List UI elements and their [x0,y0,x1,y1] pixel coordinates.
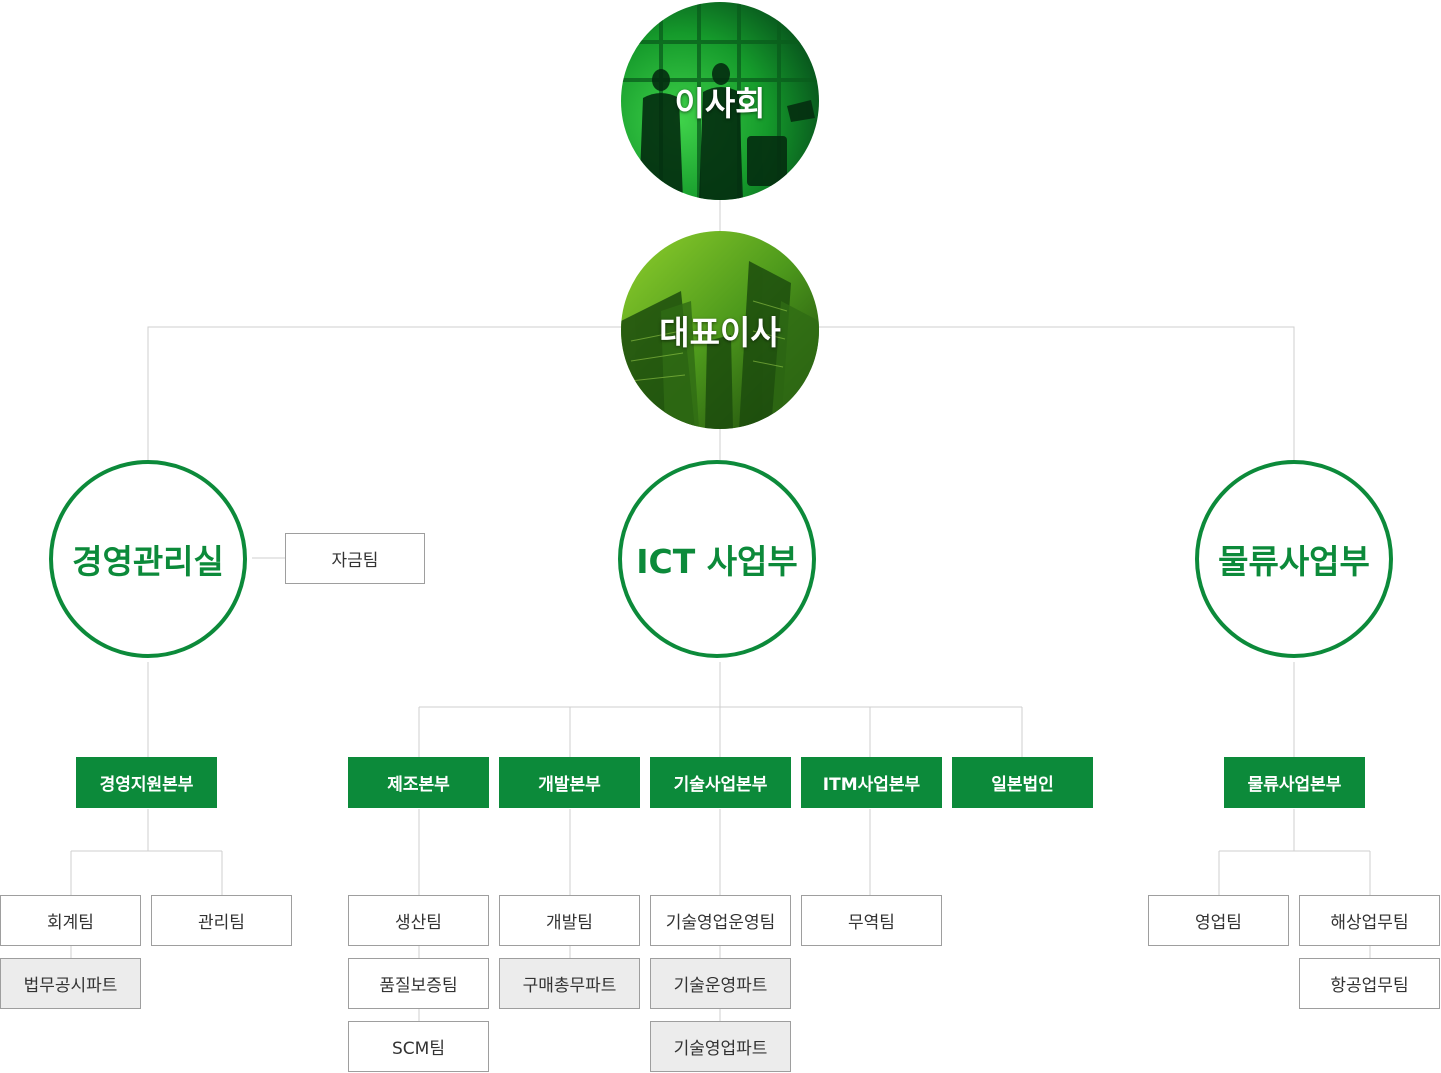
team-label: 관리팀 [198,913,245,933]
team-label: 기술영업운영팀 [665,913,776,933]
division-management-label: 경영관리실 [72,542,224,581]
board-photo-image [621,2,819,200]
division-management: 경영관리실 [49,460,247,658]
hq-development: 개발본부 [499,757,640,808]
team-label: SCM팀 [392,1039,445,1059]
hq-itm-business: ITM사업본부 [801,757,942,808]
hq-management-support-label: 경영지원본부 [99,775,194,795]
board-node: 이사회 [621,2,819,200]
hq-logistics-business: 물류사업본부 [1224,757,1365,808]
board-label: 이사회 [674,84,766,123]
part-tech-sales: 기술영업파트 [650,1021,791,1072]
team-label: 회계팀 [47,913,94,933]
hq-logistics-business-label: 물류사업본부 [1247,775,1342,795]
team-development: 개발팀 [499,895,640,946]
team-label: 항공업무팀 [1330,976,1409,996]
team-sales: 영업팀 [1148,895,1289,946]
division-ict: ICT 사업부 [618,460,816,658]
part-purchasing-general: 구매총무파트 [499,958,640,1009]
team-administration: 관리팀 [151,895,292,946]
part-label: 기술운영파트 [673,976,768,996]
hq-manufacturing: 제조본부 [348,757,489,808]
hq-japan-label: 일본법인 [991,775,1054,795]
team-label: 해상업무팀 [1330,913,1409,933]
team-air-operations: 항공업무팀 [1299,958,1440,1009]
part-label: 기술영업파트 [673,1039,768,1059]
team-trade: 무역팀 [801,895,942,946]
team-scm: SCM팀 [348,1021,489,1072]
team-label: 영업팀 [1195,913,1242,933]
team-marine-operations: 해상업무팀 [1299,895,1440,946]
team-label: 품질보증팀 [379,976,458,996]
hq-manufacturing-label: 제조본부 [387,775,450,795]
ceo-photo-image [621,231,819,429]
division-ict-label: ICT 사업부 [636,542,798,581]
team-label: 개발팀 [546,913,593,933]
ceo-node: 대표이사 [621,231,819,429]
team-production: 생산팀 [348,895,489,946]
hq-japan: 일본법인 [952,757,1093,808]
hq-itm-business-label: ITM사업본부 [822,775,921,795]
hq-development-label: 개발본부 [538,775,601,795]
part-label: 구매총무파트 [522,976,617,996]
team-quality-assurance: 품질보증팀 [348,958,489,1009]
team-tech-sales-operations: 기술영업운영팀 [650,895,791,946]
division-logistics-label: 물류사업부 [1218,542,1370,581]
hq-management-support: 경영지원본부 [76,757,217,808]
team-label: 생산팀 [395,913,442,933]
team-label: 무역팀 [848,913,895,933]
side-team-funds: 자금팀 [285,533,425,584]
side-team-label: 자금팀 [331,551,379,571]
part-legal-disclosure: 법무공시파트 [0,958,141,1009]
part-label: 법무공시파트 [23,976,118,996]
ceo-label: 대표이사 [659,313,781,352]
hq-tech-business: 기술사업본부 [650,757,791,808]
hq-tech-business-label: 기술사업본부 [673,775,768,795]
division-logistics: 물류사업부 [1195,460,1393,658]
part-tech-operations: 기술운영파트 [650,958,791,1009]
team-accounting: 회계팀 [0,895,141,946]
